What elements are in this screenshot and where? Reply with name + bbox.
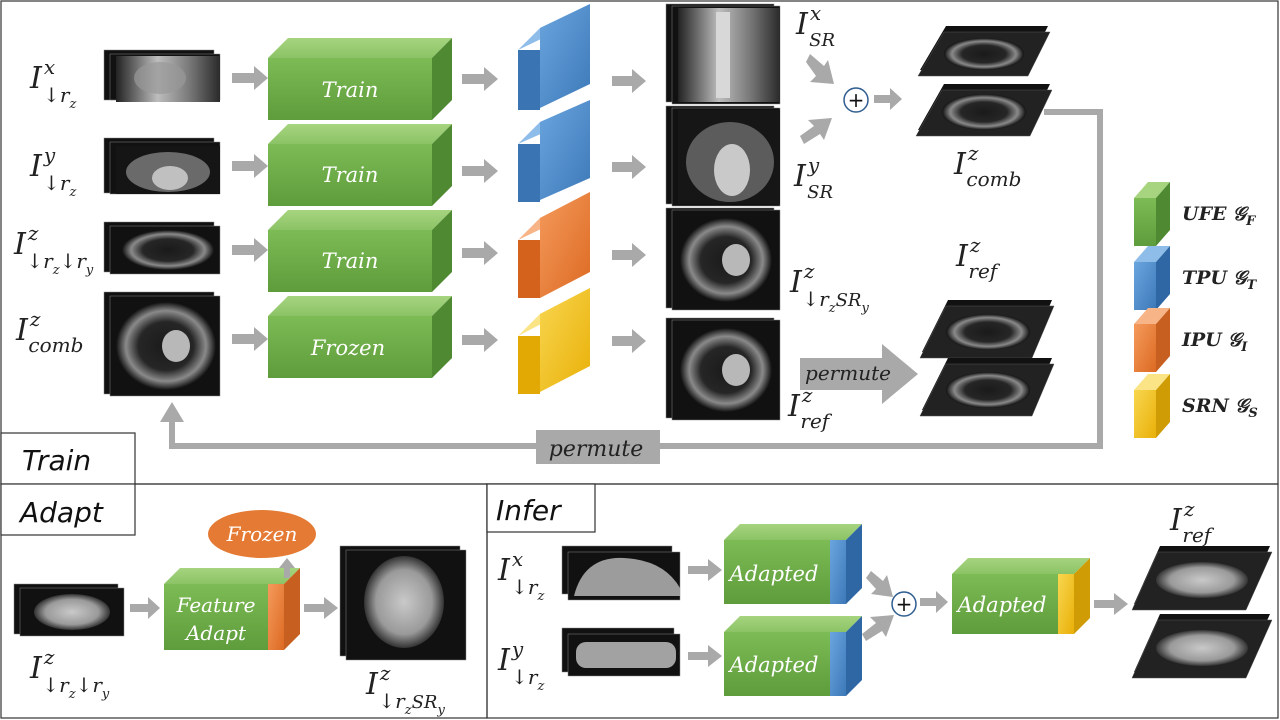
infer-adapted-block-x: Adapted <box>724 524 862 604</box>
adapt-arrow-out <box>304 597 338 619</box>
train-arrows-col3 <box>612 69 646 353</box>
train-arrows-col1 <box>232 66 268 351</box>
infer-frame <box>486 483 1279 719</box>
merge-arrows <box>800 54 902 144</box>
ipu-block <box>518 192 590 298</box>
permute-back-line <box>169 109 1103 449</box>
infer-output-stack <box>1131 546 1273 679</box>
output-stack-sr-x <box>665 3 781 105</box>
permute-right-label: permute <box>805 361 891 385</box>
infer-adapted-block-y: Adapted <box>724 616 862 696</box>
train-block-frozen: Frozen <box>268 296 452 378</box>
infer-input-stack-y <box>561 627 681 677</box>
infer-block-x-label: Adapted <box>728 562 819 586</box>
ref-stack <box>919 300 1055 417</box>
output-stack-z-sr <box>665 207 781 311</box>
infer-arrow-in-x <box>688 559 722 581</box>
plus-circle-train <box>843 87 869 113</box>
train-section-title: Train <box>22 444 91 477</box>
permute-back-arrowhead <box>160 402 184 422</box>
svg-text:Ix↓rz: Ix↓rz <box>29 55 76 112</box>
permute-back-label: permute <box>549 437 644 462</box>
adapt-section-title: Adapt <box>18 496 104 529</box>
comb-stack <box>915 26 1053 137</box>
plus-circle-infer <box>891 591 917 617</box>
infer-merge-arrows <box>862 571 948 641</box>
infer-block-y-label: Adapted <box>728 653 819 677</box>
output-stack-sr-y <box>665 105 781 207</box>
train-input-stack-y <box>103 137 221 195</box>
train-arrows-col2 <box>462 67 498 352</box>
adapt-tab <box>0 483 136 536</box>
srn-block <box>518 288 590 394</box>
svg-text:Iy↓rz: Iy↓rz <box>29 143 77 200</box>
train-block-1: Train <box>268 38 452 120</box>
infer-tab <box>486 483 596 533</box>
tpu-block-1 <box>518 4 590 110</box>
adapt-frozen-label: Frozen <box>226 522 298 546</box>
infer-arrow-in-y <box>688 645 722 667</box>
permute-right-arrow: permute <box>800 344 918 404</box>
train-input-stack-comb <box>103 291 221 397</box>
train-tab <box>0 432 136 485</box>
plus-sign-infer: + <box>896 592 913 616</box>
adapt-arrow-up <box>279 558 295 578</box>
train-block-2-label: Train <box>322 163 379 187</box>
svg-text:Iz↓rz↓ry: Iz↓rz↓ry <box>13 221 94 278</box>
adapt-block-line2: Adapt <box>184 621 247 645</box>
train-block-2: Train <box>268 124 452 206</box>
output-stack-ref <box>665 317 781 421</box>
train-block-frozen-label: Frozen <box>310 336 385 360</box>
train-block-1-label: Train <box>322 78 379 102</box>
permute-back-box <box>536 430 660 464</box>
adapt-block-line1: Feature <box>176 593 256 617</box>
infer-input-stack-x <box>561 545 681 601</box>
adapt-arrow-in <box>130 597 160 619</box>
adapt-frozen-bubble <box>208 510 316 558</box>
train-input-stack-z-down <box>103 221 221 275</box>
infer-arrow-out <box>1094 593 1128 615</box>
adapt-input-stack <box>13 583 125 637</box>
plus-sign-train: + <box>848 88 865 112</box>
train-block-3: Train <box>268 210 452 292</box>
tpu-block-2 <box>518 100 590 202</box>
adapt-feature-block: Feature Adapt <box>164 568 300 650</box>
infer-block-final-label: Adapted <box>956 593 1047 617</box>
train-input-stack-x <box>103 49 221 102</box>
infer-adapted-block-final: Adapted <box>952 558 1090 634</box>
infer-section-title: Infer <box>496 494 562 527</box>
train-block-3-label: Train <box>322 249 379 273</box>
adapt-output-stack <box>339 545 467 661</box>
